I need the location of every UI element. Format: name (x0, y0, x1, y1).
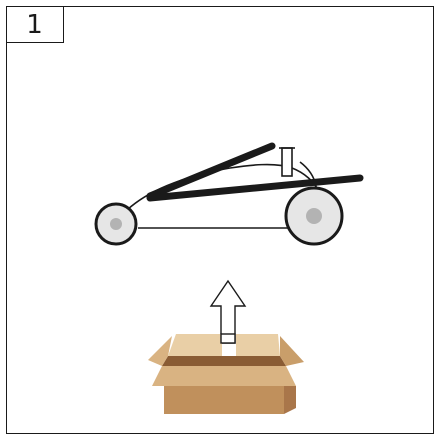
instruction-panel (6, 6, 434, 434)
mower-handle-upper (146, 142, 276, 200)
box-flap-back-left (168, 334, 222, 356)
box-inside (162, 356, 286, 366)
box-flap-left (148, 336, 172, 366)
box-front-top (152, 366, 296, 386)
step-number-box: 1 (6, 6, 64, 43)
step-number: 1 (26, 10, 43, 40)
box-front (164, 386, 284, 414)
box-side (284, 386, 296, 414)
arrow-up-stem-overlay (220, 333, 236, 344)
box-flap-back-right (236, 334, 280, 356)
mower-rear-wheel-hub (306, 208, 322, 224)
open-cardboard-box-icon (148, 333, 304, 414)
lawn-mower-icon (94, 142, 364, 246)
mower-front-wheel-hub (110, 218, 122, 230)
mower-handle-lower (146, 174, 364, 202)
box-flap-right (280, 336, 304, 366)
mower-engine (281, 147, 293, 177)
